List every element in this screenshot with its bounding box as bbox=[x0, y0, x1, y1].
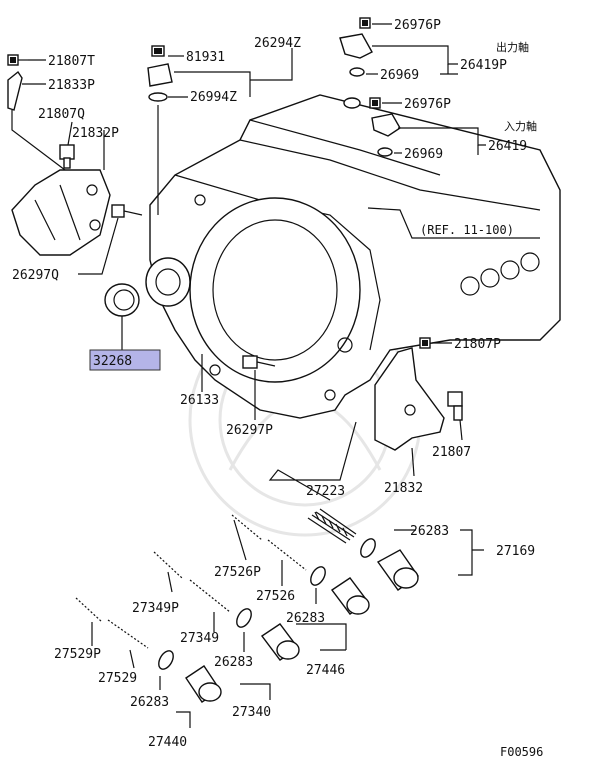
label-21807Q: 21807Q bbox=[38, 107, 85, 122]
label-27223: 27223 bbox=[306, 484, 345, 499]
label-26283-c: 26283 bbox=[214, 655, 253, 670]
label-26976P-mid: 26976P bbox=[404, 97, 451, 112]
label-26969-mid: 26969 bbox=[404, 147, 443, 162]
label-reference: (REF. 11-100) bbox=[420, 223, 514, 237]
label-27340: 27340 bbox=[232, 705, 271, 720]
label-21833P: 21833P bbox=[48, 78, 95, 93]
label-27169: 27169 bbox=[496, 544, 535, 559]
label-output-shaft: 出力軸 bbox=[496, 40, 529, 54]
transmission-case bbox=[145, 94, 561, 419]
speed-sensor-output bbox=[339, 17, 373, 77]
label-26297Q: 26297Q bbox=[12, 268, 59, 283]
leader-lines bbox=[11, 23, 540, 728]
label-27526P: 27526P bbox=[214, 565, 261, 580]
figure-code: F00596 bbox=[500, 745, 543, 759]
spring-27526 bbox=[267, 539, 307, 571]
label-27349P: 27349P bbox=[132, 601, 179, 616]
o-ring-26283-a bbox=[360, 538, 376, 558]
piston-27446-b bbox=[260, 623, 300, 661]
label-26419: 26419 bbox=[488, 139, 527, 154]
label-32268: 32268 bbox=[93, 354, 132, 369]
label-21807P: 21807P bbox=[454, 337, 501, 352]
label-26283-a: 26283 bbox=[410, 524, 449, 539]
label-27349: 27349 bbox=[180, 631, 219, 646]
small-bracket-21833P bbox=[7, 70, 23, 111]
label-27529P: 27529P bbox=[54, 647, 101, 662]
bolt-21807Q bbox=[59, 144, 75, 169]
label-21807: 21807 bbox=[432, 445, 471, 460]
bolt-26297P bbox=[242, 355, 276, 369]
o-ring-26283-c bbox=[236, 608, 252, 628]
label-26976P-top: 26976P bbox=[394, 18, 441, 33]
spring-27526P bbox=[231, 514, 263, 541]
label-27526: 27526 bbox=[256, 589, 295, 604]
spring-27223 bbox=[307, 508, 357, 544]
bolt-21807 bbox=[447, 391, 463, 421]
oil-seal-32268 bbox=[104, 283, 140, 317]
label-26419P: 26419P bbox=[460, 58, 507, 73]
label-input-shaft: 入力軸 bbox=[504, 119, 537, 133]
spring-27529 bbox=[107, 619, 149, 649]
bracket-21832P bbox=[11, 169, 111, 256]
label-27529: 27529 bbox=[98, 671, 137, 686]
bolt-26297Q bbox=[111, 204, 143, 218]
piston-27169 bbox=[376, 549, 419, 591]
o-ring-26283-b bbox=[310, 566, 326, 586]
spring-27529P bbox=[75, 597, 103, 623]
label-27446: 27446 bbox=[306, 663, 345, 678]
piston-27446-a bbox=[330, 577, 370, 615]
label-27440: 27440 bbox=[148, 735, 187, 750]
label-21832P: 21832P bbox=[72, 126, 119, 141]
label-21832: 21832 bbox=[384, 481, 423, 496]
label-21807T: 21807T bbox=[48, 54, 95, 69]
label-81931: 81931 bbox=[186, 50, 225, 65]
bolt-heads bbox=[10, 20, 428, 346]
label-26297P: 26297P bbox=[226, 423, 273, 438]
label-26294Z: 26294Z bbox=[254, 36, 301, 51]
label-26994Z: 26994Z bbox=[190, 90, 237, 105]
o-ring-26283-d bbox=[158, 650, 174, 670]
label-26133: 26133 bbox=[180, 393, 219, 408]
label-26283-b: 26283 bbox=[286, 611, 325, 626]
highlight-box-32268 bbox=[89, 349, 161, 371]
piston-27340 bbox=[185, 665, 222, 703]
label-26283-d: 26283 bbox=[130, 695, 169, 710]
label-26969-top: 26969 bbox=[380, 68, 419, 83]
spring-27349 bbox=[189, 579, 231, 613]
part-labels: 21807T 21833P 21807Q 21832P 26297Q 81931… bbox=[12, 18, 543, 759]
bracket-21832 bbox=[374, 347, 445, 451]
